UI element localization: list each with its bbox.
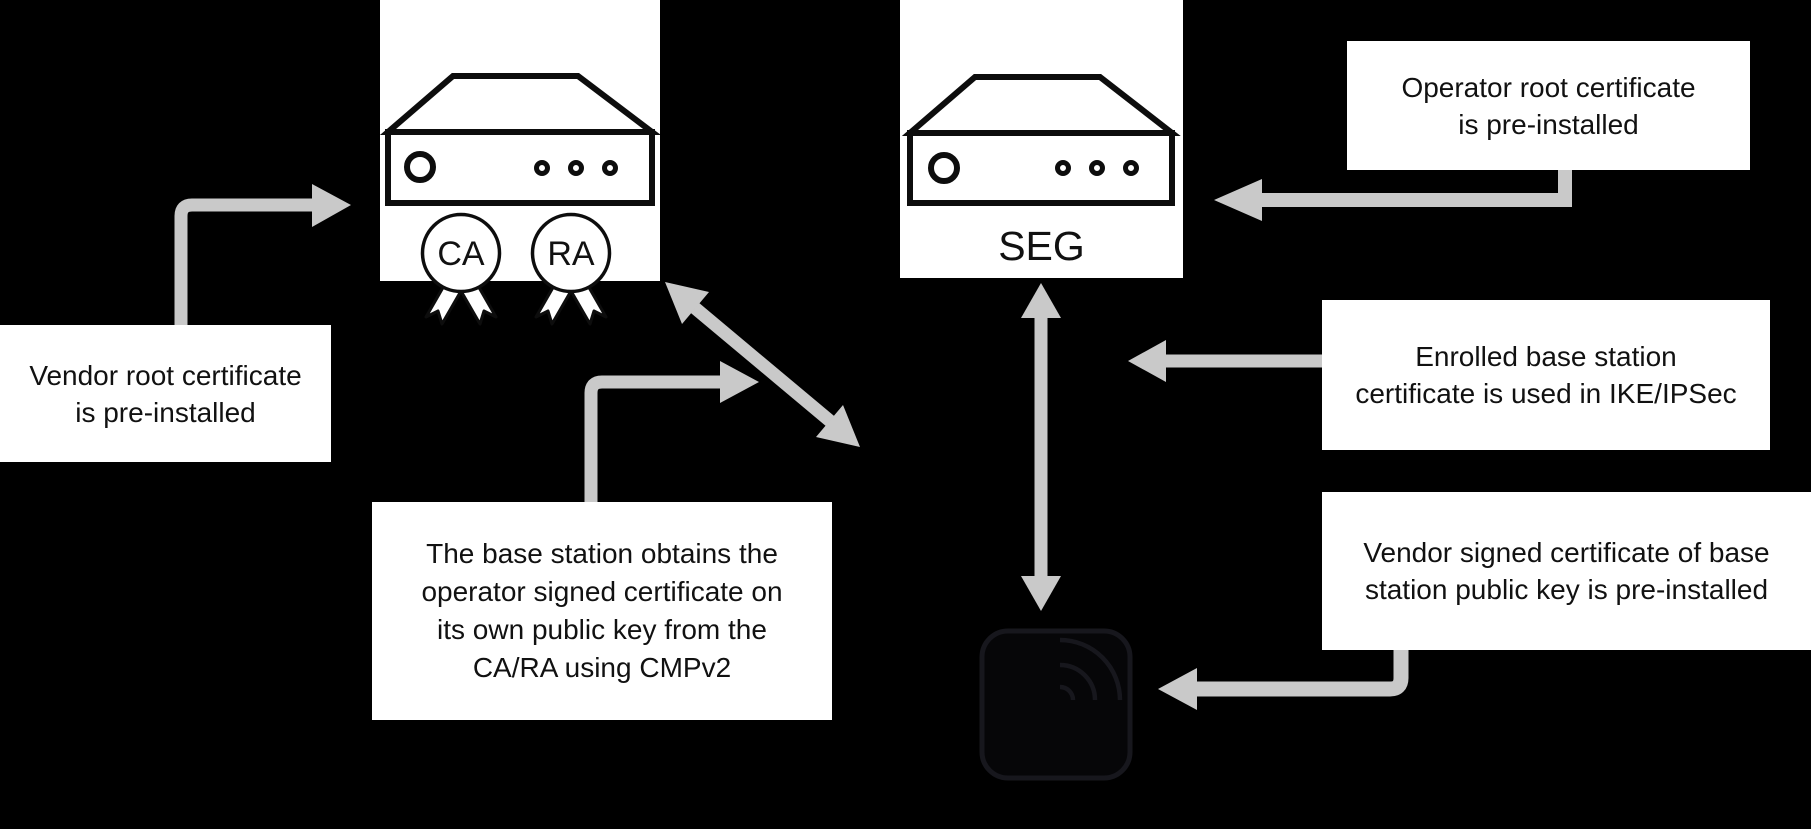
note-line: station public key is pre-installed [1364,574,1769,605]
seg-server-label: SEG [998,223,1085,269]
ra-rosette-badge-icon: RA [530,212,612,326]
arrow-cmpv2-note [584,361,759,503]
note-line: Vendor root certificate [29,359,302,391]
operator-root-note: Operator root certificate is pre-install… [1347,41,1750,170]
server-icon [380,73,660,206]
ca-badge-label: CA [437,235,485,273]
arrow-vendor-signed-to-base-station [1158,648,1409,710]
cmpv2-note: The base station obtains the operator si… [372,502,832,720]
arrow-vendor-root-to-cara [174,184,351,325]
note-line: is pre-installed [75,396,256,428]
enrolled-cert-note: Enrolled base station certificate is use… [1322,300,1770,450]
arrow-seg-base-station-double [1021,283,1061,611]
server-icon [902,74,1181,206]
note-line: The base station obtains the [426,538,778,569]
vendor-root-note: Vendor root certificate is pre-installed [0,325,331,462]
note-line: its own public key from the [437,614,767,645]
ca-rosette-badge-icon: CA [420,212,502,326]
arrow-cara-enrollment-double [665,282,860,447]
note-line: is pre-installed [1458,108,1639,140]
note-line: Vendor signed certificate of base [1363,537,1770,568]
ra-badge-label: RA [547,235,595,273]
note-line: certificate is used in IKE/IPSec [1355,378,1737,409]
wireless-base-station-icon [979,628,1133,781]
note-line: Enrolled base station [1415,341,1677,372]
arrow-enrolled-cert [1128,340,1324,382]
arrow-operator-root-to-seg [1214,167,1572,221]
vendor-signed-note: Vendor signed certificate of base statio… [1322,492,1811,650]
note-line: Operator root certificate [1401,71,1696,103]
note-line: operator signed certificate on [421,576,783,607]
note-line: CA/RA using CMPv2 [472,652,732,683]
